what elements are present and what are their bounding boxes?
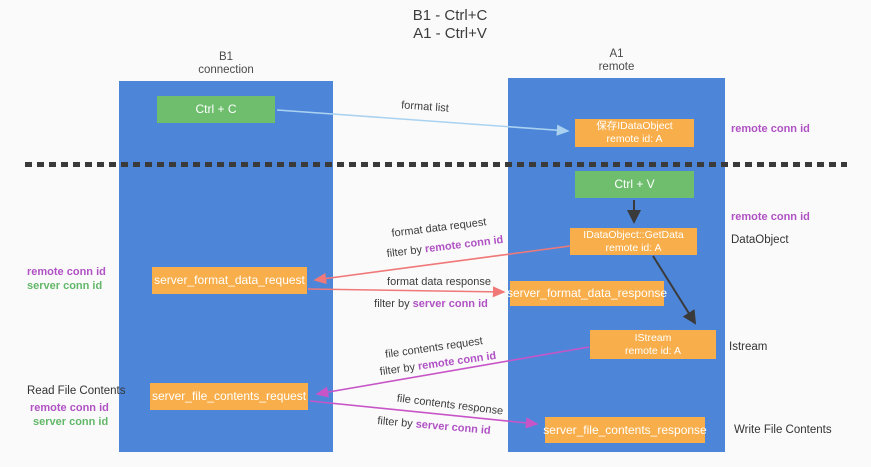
label-read-file-contents: Read File Contents [27,385,126,397]
filter-remote-conn-id-1: remote conn id [424,233,504,256]
server-file-contents-request-label: server_file_contents_request [151,389,307,403]
lane-header-b1: B1 connection [119,51,333,77]
label-server-conn-id-bottom-left: server conn id [33,416,109,428]
getdata-line1: IDataObject::GetData [583,228,684,241]
filter-prefix-3: filter by [379,360,419,379]
label-remote-conn-id-mid-right: remote conn id [731,211,810,223]
box-server-format-data-response: server_format_data_response [506,281,668,306]
lane-header-a1: A1 remote [508,48,725,74]
label-remote-conn-id-mid-left: remote conn id [27,266,106,278]
box-ctrl-v: Ctrl + V [575,171,694,198]
server-format-data-response-label: server_format_data_response [506,286,668,300]
filter-prefix-4: filter by [376,415,417,431]
save-idataobject-line1: 保存IDataObject [596,120,673,132]
server-format-data-request-label: server_format_data_request [154,273,305,287]
title-line-1: B1 - Ctrl+C [412,7,488,24]
filter-server-conn-id-1: server conn id [412,298,488,310]
istream-line1: IStream [634,331,672,344]
box-server-format-data-request: server_format_data_request [152,267,307,294]
filter-prefix-1: filter by [386,243,426,261]
label-file-contents-response: file contents response [396,392,504,418]
label-write-file-contents: Write File Contents [734,424,832,436]
box-save-idataobject: 保存IDataObject remote id: A [575,119,694,147]
ctrl-v-label: Ctrl + V [614,177,655,191]
filter-server-conn-id-2: server conn id [415,418,492,437]
label-istream-side: Istream [729,341,768,353]
label-server-conn-id-mid-left: server conn id [27,280,103,292]
arrow-format-data-response [307,286,506,298]
title-line-2: A1 - Ctrl+V [413,25,487,42]
label-remote-conn-id-top-right: remote conn id [731,123,810,135]
ctrl-c-label: Ctrl + C [195,102,237,116]
lane-a1-sub: remote [598,61,635,73]
save-idataobject-line2: remote id: A [606,133,663,145]
label-dataobject: DataObject [731,234,789,246]
label-filter-server-2: filter by server conn id [375,415,494,437]
lane-a1-name: A1 [609,48,624,60]
box-server-file-contents-response: server_file_contents_response [543,417,707,443]
lane-b1-sub: connection [198,64,254,76]
box-server-file-contents-request: server_file_contents_request [150,383,308,410]
diagram-title: B1 - Ctrl+C A1 - Ctrl+V [350,7,550,43]
box-idataobject-getdata: IDataObject::GetData remote id: A [570,228,697,255]
phase-divider-dashed-line [25,162,847,167]
filter-prefix-2: filter by [374,298,413,310]
label-format-data-response: format data response [387,276,491,288]
istream-line2: remote id: A [624,344,682,357]
box-istream: IStream remote id: A [590,330,716,359]
label-format-list: format list [400,99,450,115]
lane-b1-name: B1 [218,51,234,63]
getdata-line2: remote id: A [605,241,662,254]
label-remote-conn-id-bottom-left: remote conn id [30,402,109,414]
server-file-contents-response-label: server_file_contents_response [543,422,707,437]
label-filter-server-1: filter by server conn id [372,298,490,310]
box-ctrl-c: Ctrl + C [157,96,275,123]
